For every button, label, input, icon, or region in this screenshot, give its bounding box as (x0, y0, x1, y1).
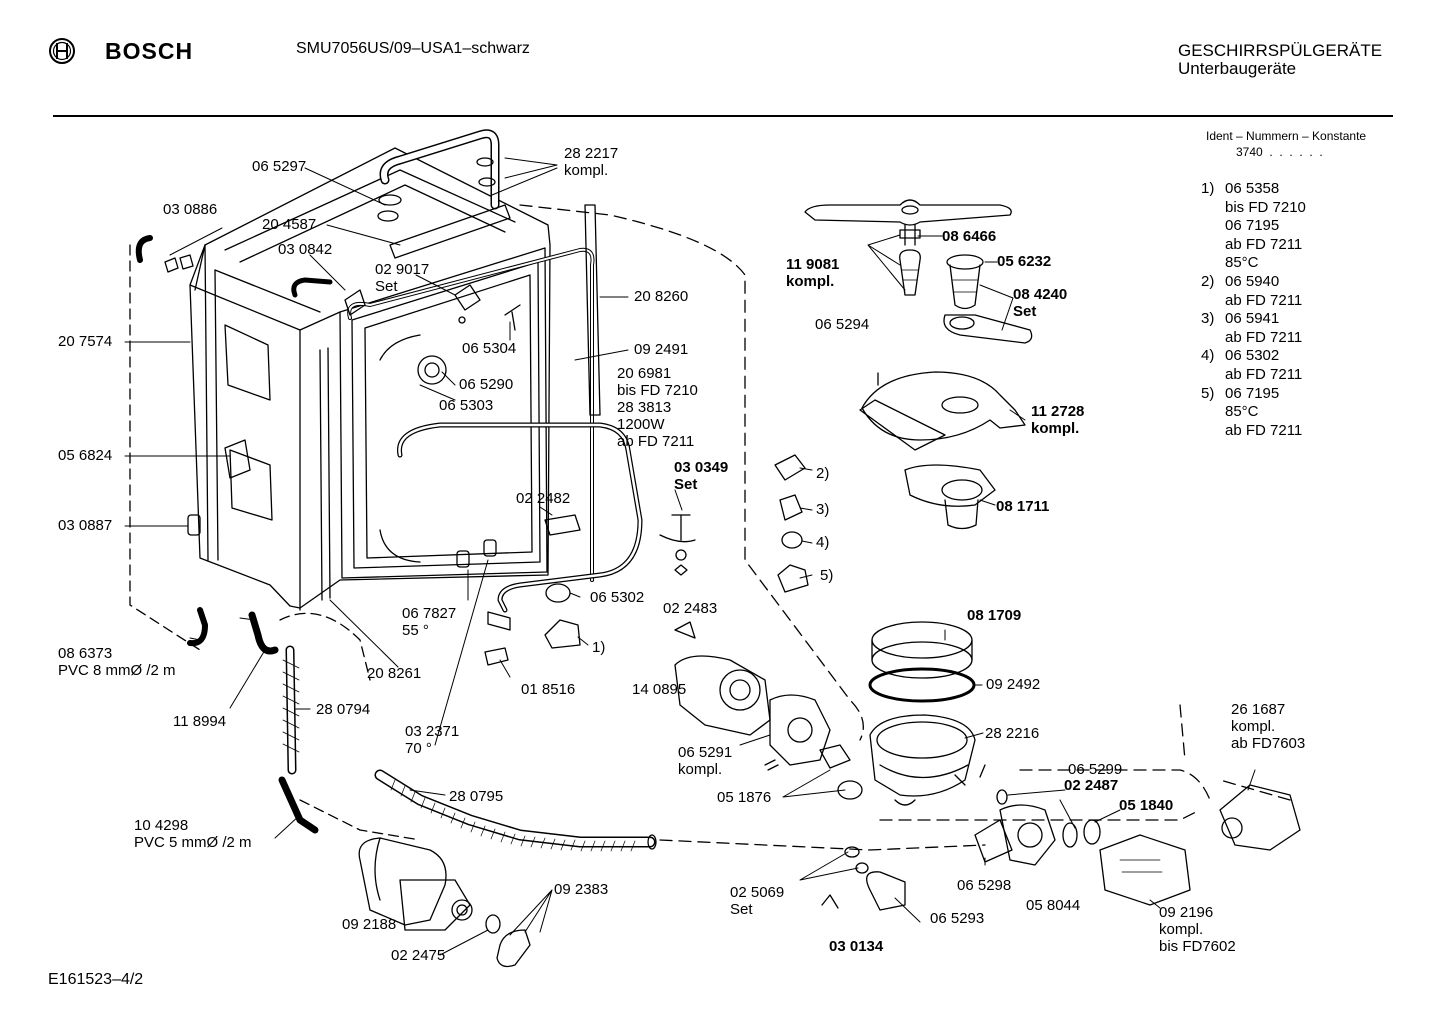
part-label-118994: 11 8994 (173, 713, 227, 730)
note-line: ab FD 7211 (1225, 235, 1303, 253)
part-label-140895: 14 0895 (632, 681, 687, 698)
note-number: 1) (1201, 180, 1215, 197)
part-label-065299: 06 5299 (1068, 761, 1123, 778)
note-line: 06 7195 (1225, 384, 1280, 402)
part-label-022482: 02 2482 (516, 490, 571, 507)
brand-name: BOSCH (105, 38, 194, 64)
part-label-ref3: 3) (816, 501, 830, 518)
note-line: 06 5941 (1225, 310, 1280, 328)
bosch-logo-icon (49, 38, 75, 64)
part-label-086373: 08 6373 PVC 8 mmØ /2 m (58, 645, 176, 679)
part-label-282217: 28 2217 kompl. (564, 145, 619, 179)
dashed-hose-route (519, 204, 1291, 851)
part-label-032371: 03 2371 70 ° (405, 723, 460, 757)
part-label-051876: 05 1876 (717, 789, 772, 806)
drain-pump (358, 769, 657, 968)
part-label-065293: 06 5293 (930, 910, 985, 927)
note-line: 06 5302 (1225, 347, 1280, 365)
part-label-092491: 09 2491 (634, 341, 689, 358)
part-label-208260: 20 8260 (634, 288, 689, 305)
note-number: 3) (1201, 310, 1215, 328)
part-label-204587: 20 4587 (262, 216, 317, 233)
note-line: bis FD 7210 (1225, 198, 1306, 216)
category-title: GESCHIRRSPÜLGERÄTE (1178, 41, 1383, 60)
part-label-030349: 03 0349 Set (674, 459, 729, 493)
part-label-025069: 02 5069 Set (730, 884, 785, 918)
tub-body (129, 129, 643, 841)
part-label-086466: 08 6466 (942, 228, 997, 245)
part-label-065298: 06 5298 (957, 877, 1012, 894)
part-label-065291: 06 5291 kompl. (678, 744, 733, 778)
note-line: 06 5940 (1225, 273, 1280, 290)
part-label-056232: 05 6232 (997, 253, 1052, 270)
note-line: ab FD 7211 (1225, 328, 1303, 346)
part-label-206981: 20 6981 bis FD 7210 28 3813 1200W ab FD … (617, 365, 698, 450)
part-label-065304: 06 5304 (462, 340, 517, 357)
model-number: SMU7056US/09–USA1–schwarz (296, 40, 530, 57)
note-line: 85°C (1225, 254, 1259, 272)
ident-title: Ident – Nummern – Konstante (1206, 129, 1367, 143)
part-label-280794: 28 0794 (316, 701, 371, 718)
category-subtitle: Unterbaugeräte (1178, 59, 1297, 78)
leader-lines (124, 157, 1256, 956)
part-label-065302: 06 5302 (590, 589, 645, 606)
part-label-022483: 02 2483 (663, 600, 718, 617)
part-label-030134: 03 0134 (829, 938, 884, 955)
header-divider (53, 115, 1393, 117)
part-label-022475: 02 2475 (391, 947, 446, 964)
part-label-208261: 20 8261 (367, 665, 422, 682)
part-label-207574: 20 7574 (58, 333, 113, 350)
part-label-065297: 06 5297 (252, 158, 307, 175)
part-label-065303: 06 5303 (439, 397, 494, 414)
part-label-051840: 05 1840 (1119, 797, 1174, 814)
note-line: ab FD 7211 (1225, 291, 1303, 309)
drawing-id: E161523–4/2 (48, 971, 144, 988)
note-line: 06 5358 (1225, 180, 1280, 197)
part-label-104298: 10 4298 PVC 5 mmØ /2 m (134, 817, 252, 851)
part-label-119081: 11 9081 kompl. (786, 256, 840, 290)
part-label-092383: 09 2383 (554, 881, 609, 898)
part-label-092492: 09 2492 (986, 676, 1041, 693)
ident-value: 3740 . . . . . . (1236, 145, 1323, 159)
part-label-084240: 08 4240 Set (1013, 286, 1068, 320)
part-label-030887: 03 0887 (58, 517, 113, 534)
part-label-065290: 06 5290 (459, 376, 514, 393)
part-label-022487: 02 2487 (1064, 777, 1119, 794)
part-label-018516: 01 8516 (521, 681, 576, 698)
part-label-ref5: 5) (820, 567, 834, 584)
part-label-081711: 08 1711 (996, 498, 1050, 515)
part-label-092188: 09 2188 (342, 916, 397, 933)
part-label-ref1: 1) (592, 639, 606, 656)
part-label-030842: 03 0842 (278, 241, 333, 258)
part-label-282216: 28 2216 (985, 725, 1040, 742)
note-number: 2) (1201, 273, 1215, 290)
note-line: 06 7195 (1225, 217, 1280, 235)
part-label-029017: 02 9017 Set (375, 261, 430, 295)
part-label-030886: 03 0886 (163, 201, 218, 218)
note-number: 5) (1201, 384, 1215, 402)
note-line: ab FD 7211 (1225, 421, 1303, 439)
part-label-112728: 11 2728 kompl. (1031, 403, 1085, 437)
part-label-ref4: 4) (816, 534, 830, 551)
part-label-056824: 05 6824 (58, 447, 113, 464)
note-line: 85°C (1225, 403, 1259, 421)
circulation-pump (674, 621, 986, 806)
part-label-280795: 28 0795 (449, 788, 504, 805)
part-label-261687: 26 1687 kompl. ab FD7603 (1231, 701, 1306, 752)
spray-arm-assembly (456, 199, 1301, 911)
part-label-092196: 09 2196 kompl. bis FD7602 (1159, 904, 1236, 955)
part-label-058044: 05 8044 (1026, 897, 1081, 914)
note-line: ab FD 7211 (1225, 366, 1303, 383)
part-label-067827: 06 7827 55 ° (402, 605, 457, 639)
part-label-065294: 06 5294 (815, 316, 870, 333)
part-label-081709: 08 1709 (967, 607, 1022, 624)
note-number: 4) (1201, 347, 1215, 365)
part-label-ref2: 2) (816, 465, 830, 482)
